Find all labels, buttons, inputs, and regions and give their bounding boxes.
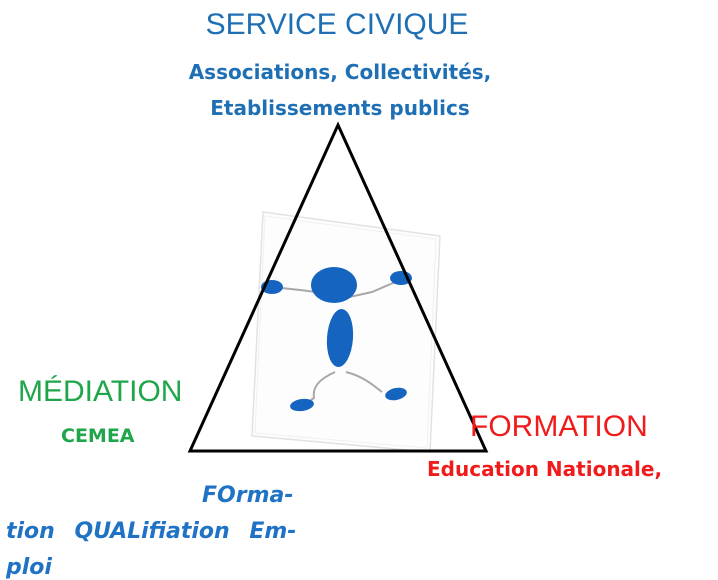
top-subheading-line-2: Etablissements publics xyxy=(210,96,470,120)
right-heading: FORMATION xyxy=(470,410,648,443)
figure-body xyxy=(326,309,354,367)
left-foot xyxy=(290,398,314,412)
bottom-text-line-1: FOrma- xyxy=(202,483,294,508)
bottom-text-line-3: ploi xyxy=(6,555,52,580)
right-subheading: Education Nationale, xyxy=(427,457,663,481)
left-leg xyxy=(304,371,336,405)
left-subheading: CEMEA xyxy=(61,425,135,447)
figure-card-inner-edge xyxy=(254,215,437,449)
bottom-text-line-2: tion QUALifiation Em- xyxy=(6,519,297,544)
right-leg xyxy=(345,371,383,393)
top-heading: SERVICE CIVIQUE xyxy=(205,8,469,41)
left-heading: MÉDIATION xyxy=(18,375,183,408)
figure-head xyxy=(311,267,357,303)
top-subheading-line-1: Associations, Collectivités, xyxy=(188,60,492,84)
right-foot xyxy=(385,387,407,401)
triangle-shape xyxy=(187,121,489,453)
right-arm xyxy=(344,279,401,299)
